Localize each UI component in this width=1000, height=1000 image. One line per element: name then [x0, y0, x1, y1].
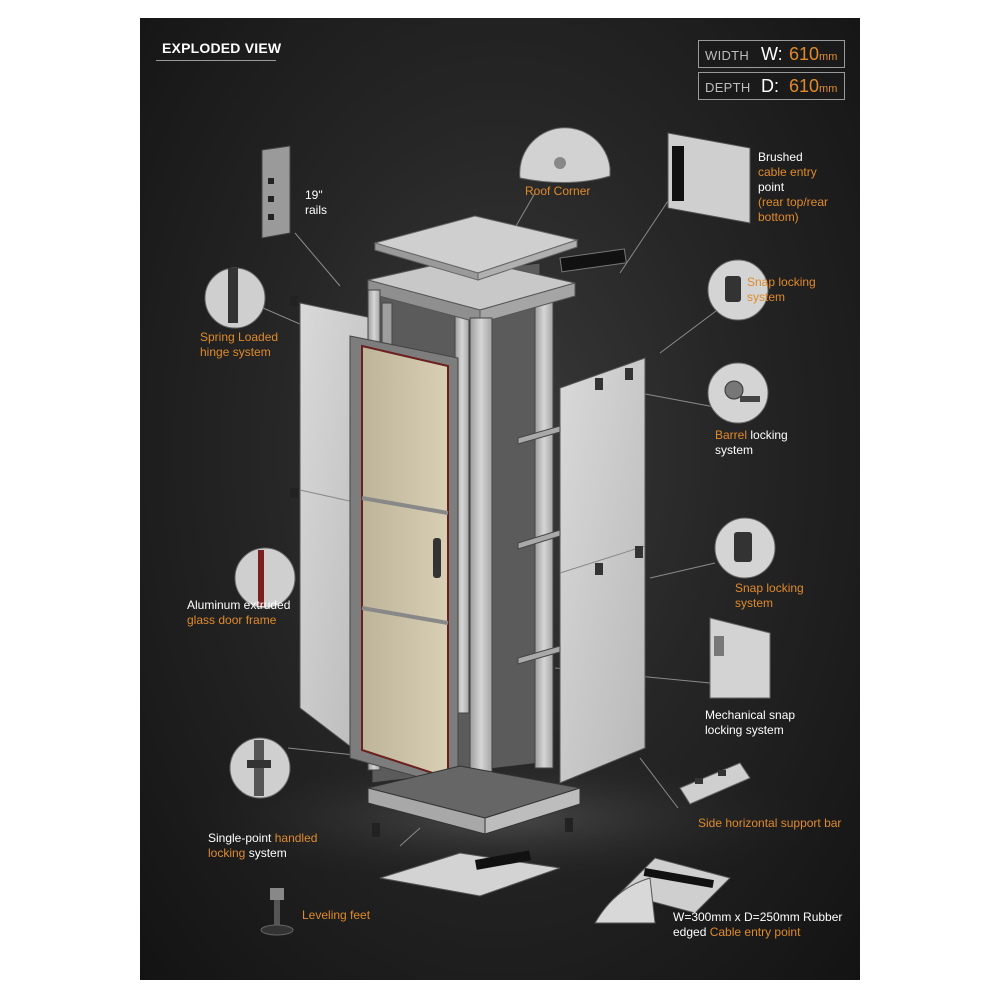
width-letter: W: [761, 44, 783, 64]
label-rails: 19"rails [305, 188, 328, 217]
depth-label: DEPTH [705, 80, 751, 95]
label-leveling-feet: Leveling feet [302, 908, 371, 922]
leveling-foot [260, 888, 294, 936]
rubber-cable-entry [594, 857, 731, 924]
roof [367, 215, 627, 324]
detail-single-point-lock-thumbnail [229, 737, 291, 799]
label-aluminum-frame: Aluminum extruded glass door frame [187, 598, 291, 627]
label-side-support-bar: Side horizontal support bar [698, 816, 842, 830]
detail-snap-locking-mid-thumbnail [714, 517, 776, 579]
base-frame [367, 765, 581, 837]
label-barrel-locking: Barrel locking system [715, 428, 788, 457]
bottom-plate [379, 850, 561, 897]
label-single-point-lock: Single-point handled locking system [208, 831, 318, 860]
label-rubber-cable-entry: W=300mm x D=250mm Rubber edged Cable ent… [673, 910, 843, 939]
width-dimension-box: WIDTH W: 610mm [698, 40, 845, 68]
detail-snap-locking-top-thumbnail [707, 259, 769, 321]
detail-mechanical-snap-thumbnail [709, 617, 771, 699]
cabinet-illustration [170, 127, 830, 936]
depth-dimension-box: DEPTH D: 610mm [698, 72, 845, 100]
detail-roof-corner-thumbnail [519, 127, 611, 183]
support-bars [517, 425, 561, 665]
title-underline [156, 60, 276, 61]
exploded-view-panel: EXPLODED VIEW WIDTH W: 610mm DEPTH D: 61… [140, 18, 860, 980]
right-side-panel [559, 357, 646, 784]
glass-door [349, 335, 459, 789]
page-title: EXPLODED VIEW [162, 40, 282, 56]
width-value: 610mm [789, 44, 838, 64]
width-label: WIDTH [705, 48, 750, 63]
depth-letter: D: [761, 76, 779, 96]
detail-rails-thumbnail [261, 145, 291, 239]
label-brushed-cable-entry: Brushed cable entry point (rear top/rear… [758, 150, 829, 224]
detail-brushed-thumbnail [667, 132, 751, 224]
detail-spring-hinge-thumbnail [204, 267, 266, 329]
detail-barrel-thumbnail [707, 362, 769, 424]
detail-support-bar-thumbnail [679, 762, 751, 805]
detail-aluminum-frame-thumbnail [234, 547, 296, 609]
depth-value: 610mm [789, 76, 838, 96]
label-roof-corner: Roof Corner [525, 184, 591, 198]
